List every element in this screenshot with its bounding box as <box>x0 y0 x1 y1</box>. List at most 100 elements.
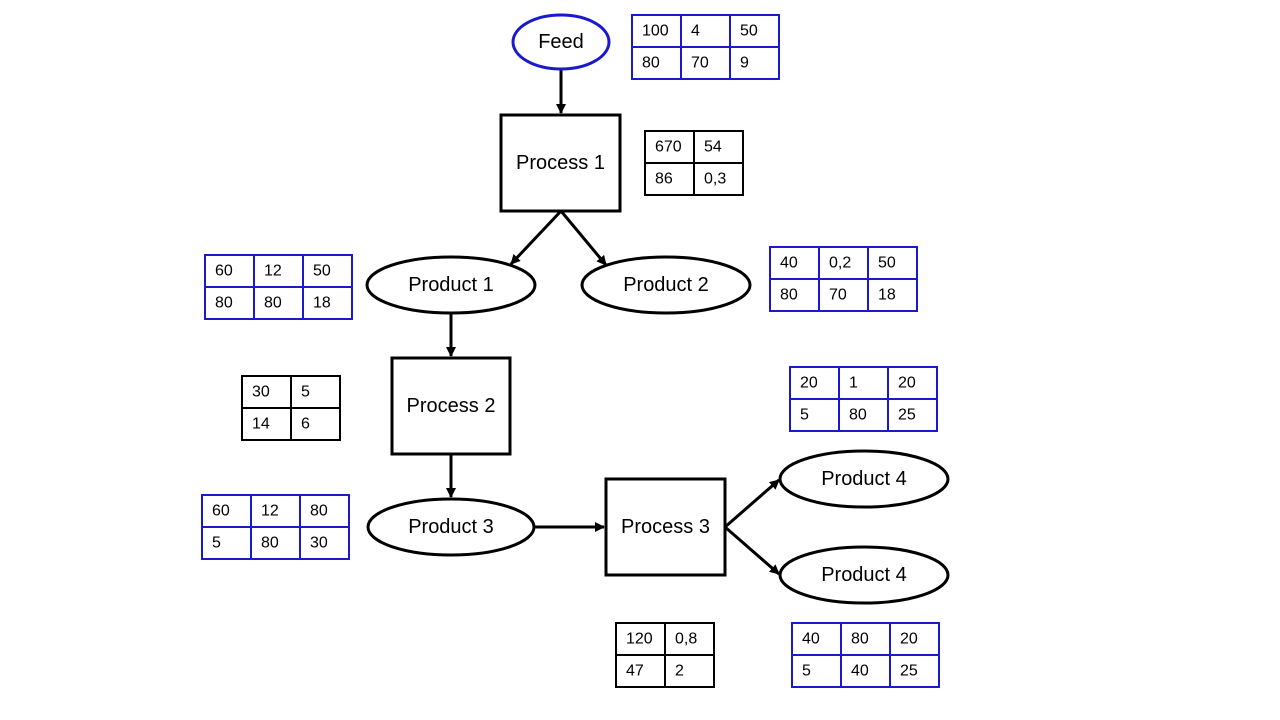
product-3-table-cell-value: 12 <box>261 503 279 520</box>
product-4b-ellipse <box>778 545 950 605</box>
product-4b-table-cell <box>840 654 891 688</box>
product-1-table-cell <box>253 286 304 320</box>
product-1-table-cell-value: 50 <box>313 263 331 280</box>
product-2-table-cell-value: 18 <box>878 287 896 304</box>
arrow-process-1-to-product-2 <box>559 210 608 266</box>
node-product-2: Product 2 <box>580 255 752 315</box>
feed-table-cell <box>680 46 731 80</box>
process-2-table-cell <box>290 375 341 409</box>
product-3-ellipse <box>366 497 536 557</box>
process-2-table-cell-value: 30 <box>252 384 270 401</box>
arrow-process-3-to-product-4b <box>724 525 780 576</box>
process-1-table-cell <box>693 162 744 196</box>
product-1-table-cell <box>302 254 353 288</box>
process-3-table-cell <box>664 622 715 656</box>
product-2-table-cell <box>818 278 869 312</box>
process-1-table-cell-value: 670 <box>655 139 682 156</box>
node-process-1: Process 1 <box>499 113 622 213</box>
feed-table-cell-value: 4 <box>691 23 700 40</box>
product-2-table-cell-value: 50 <box>878 255 896 272</box>
product-4b-table-cell-value: 20 <box>900 631 918 648</box>
product-2-table-cell-value: 40 <box>780 255 798 272</box>
product-4a-table-cell <box>789 398 840 432</box>
product-2-table-cell-value: 70 <box>829 287 847 304</box>
process-3-table-cell-value: 2 <box>675 663 684 680</box>
product-3-table-cell-value: 80 <box>310 503 328 520</box>
product-2-table-cell-value: 0,2 <box>829 255 851 272</box>
product-3-table-cell <box>201 526 252 560</box>
arrow-process-3-to-product-4a <box>724 478 780 529</box>
product-3-table-cell-value: 60 <box>212 503 230 520</box>
product-3-table-cell <box>299 494 350 528</box>
product-4a-table-cell <box>838 366 889 400</box>
process-2-table-cell-value: 6 <box>301 416 310 433</box>
process-2-table-cell <box>290 407 341 441</box>
product-4a-table-cell-value: 20 <box>800 375 818 392</box>
product-2-table-cell <box>769 278 820 312</box>
process-1-table-cell-value: 0,3 <box>704 171 726 188</box>
product-4b-label: Product 4 <box>821 564 907 586</box>
feed-table-cell <box>680 14 731 48</box>
process-3-table: 120 0,8 47 2 <box>615 622 715 688</box>
node-process-3: Process 3 <box>604 477 727 577</box>
process-1-table-cell-value: 54 <box>704 139 722 156</box>
process-3-table-cell-value: 120 <box>626 631 653 648</box>
product-2-ellipse <box>580 255 752 315</box>
product-3-label: Product 3 <box>408 516 494 538</box>
product-4a-table-cell-value: 20 <box>898 375 916 392</box>
product-3-table-cell-value: 80 <box>261 535 279 552</box>
feed-table-cell-value: 70 <box>691 55 709 72</box>
node-product-4b: Product 4 <box>778 545 950 605</box>
node-product-4a: Product 4 <box>778 449 950 509</box>
product-1-table-cell-value: 18 <box>313 295 331 312</box>
product-4a-table-cell <box>887 366 938 400</box>
product-2-label: Product 2 <box>623 274 709 296</box>
product-4b-table-cell-value: 80 <box>851 631 869 648</box>
product-3-table-cell-value: 5 <box>212 535 221 552</box>
product-1-table-cell-value: 80 <box>264 295 282 312</box>
feed-ellipse <box>511 13 611 71</box>
product-4b-table-cell-value: 5 <box>802 663 811 680</box>
node-process-2: Process 2 <box>390 356 512 456</box>
product-2-table-cell <box>867 278 918 312</box>
node-product-3: Product 3 <box>366 497 536 557</box>
arrow-process-1-to-product-1 <box>509 209 563 266</box>
product-1-table-cell-value: 60 <box>215 263 233 280</box>
process-2-box <box>390 356 512 456</box>
feed-table-cell <box>631 46 682 80</box>
process-1-label: Process 1 <box>516 152 605 174</box>
product-4b-table-cell-value: 40 <box>851 663 869 680</box>
edges-layer <box>446 69 780 576</box>
product-4a-table-cell <box>887 398 938 432</box>
feed-label: Feed <box>538 31 584 53</box>
feed-table-cell <box>729 46 780 80</box>
product-3-table-cell <box>299 526 350 560</box>
product-4b-table-cell-value: 25 <box>900 663 918 680</box>
feed-table-cell-value: 100 <box>642 23 669 40</box>
process-3-table-cell-value: 0,8 <box>675 631 697 648</box>
product-1-table-cell <box>204 254 255 288</box>
product-1-table-cell <box>253 254 304 288</box>
feed-table-cell-value: 9 <box>740 55 749 72</box>
process-1-table-cell-value: 86 <box>655 171 673 188</box>
product-1-label: Product 1 <box>408 274 494 296</box>
product-1-ellipse <box>365 255 537 315</box>
product-4a-label: Product 4 <box>821 468 907 490</box>
process-3-table-cell <box>615 654 666 688</box>
process-3-table-cell-value: 47 <box>626 663 644 680</box>
product-3-table-cell <box>250 526 301 560</box>
process-2-table-cell-value: 14 <box>252 416 270 433</box>
process-3-label: Process 3 <box>621 516 710 538</box>
node-feed: Feed <box>511 13 611 71</box>
product-4a-ellipse <box>778 449 950 509</box>
product-1-table-cell-value: 80 <box>215 295 233 312</box>
product-1-table-cell <box>302 286 353 320</box>
product-3-table-cell <box>250 494 301 528</box>
